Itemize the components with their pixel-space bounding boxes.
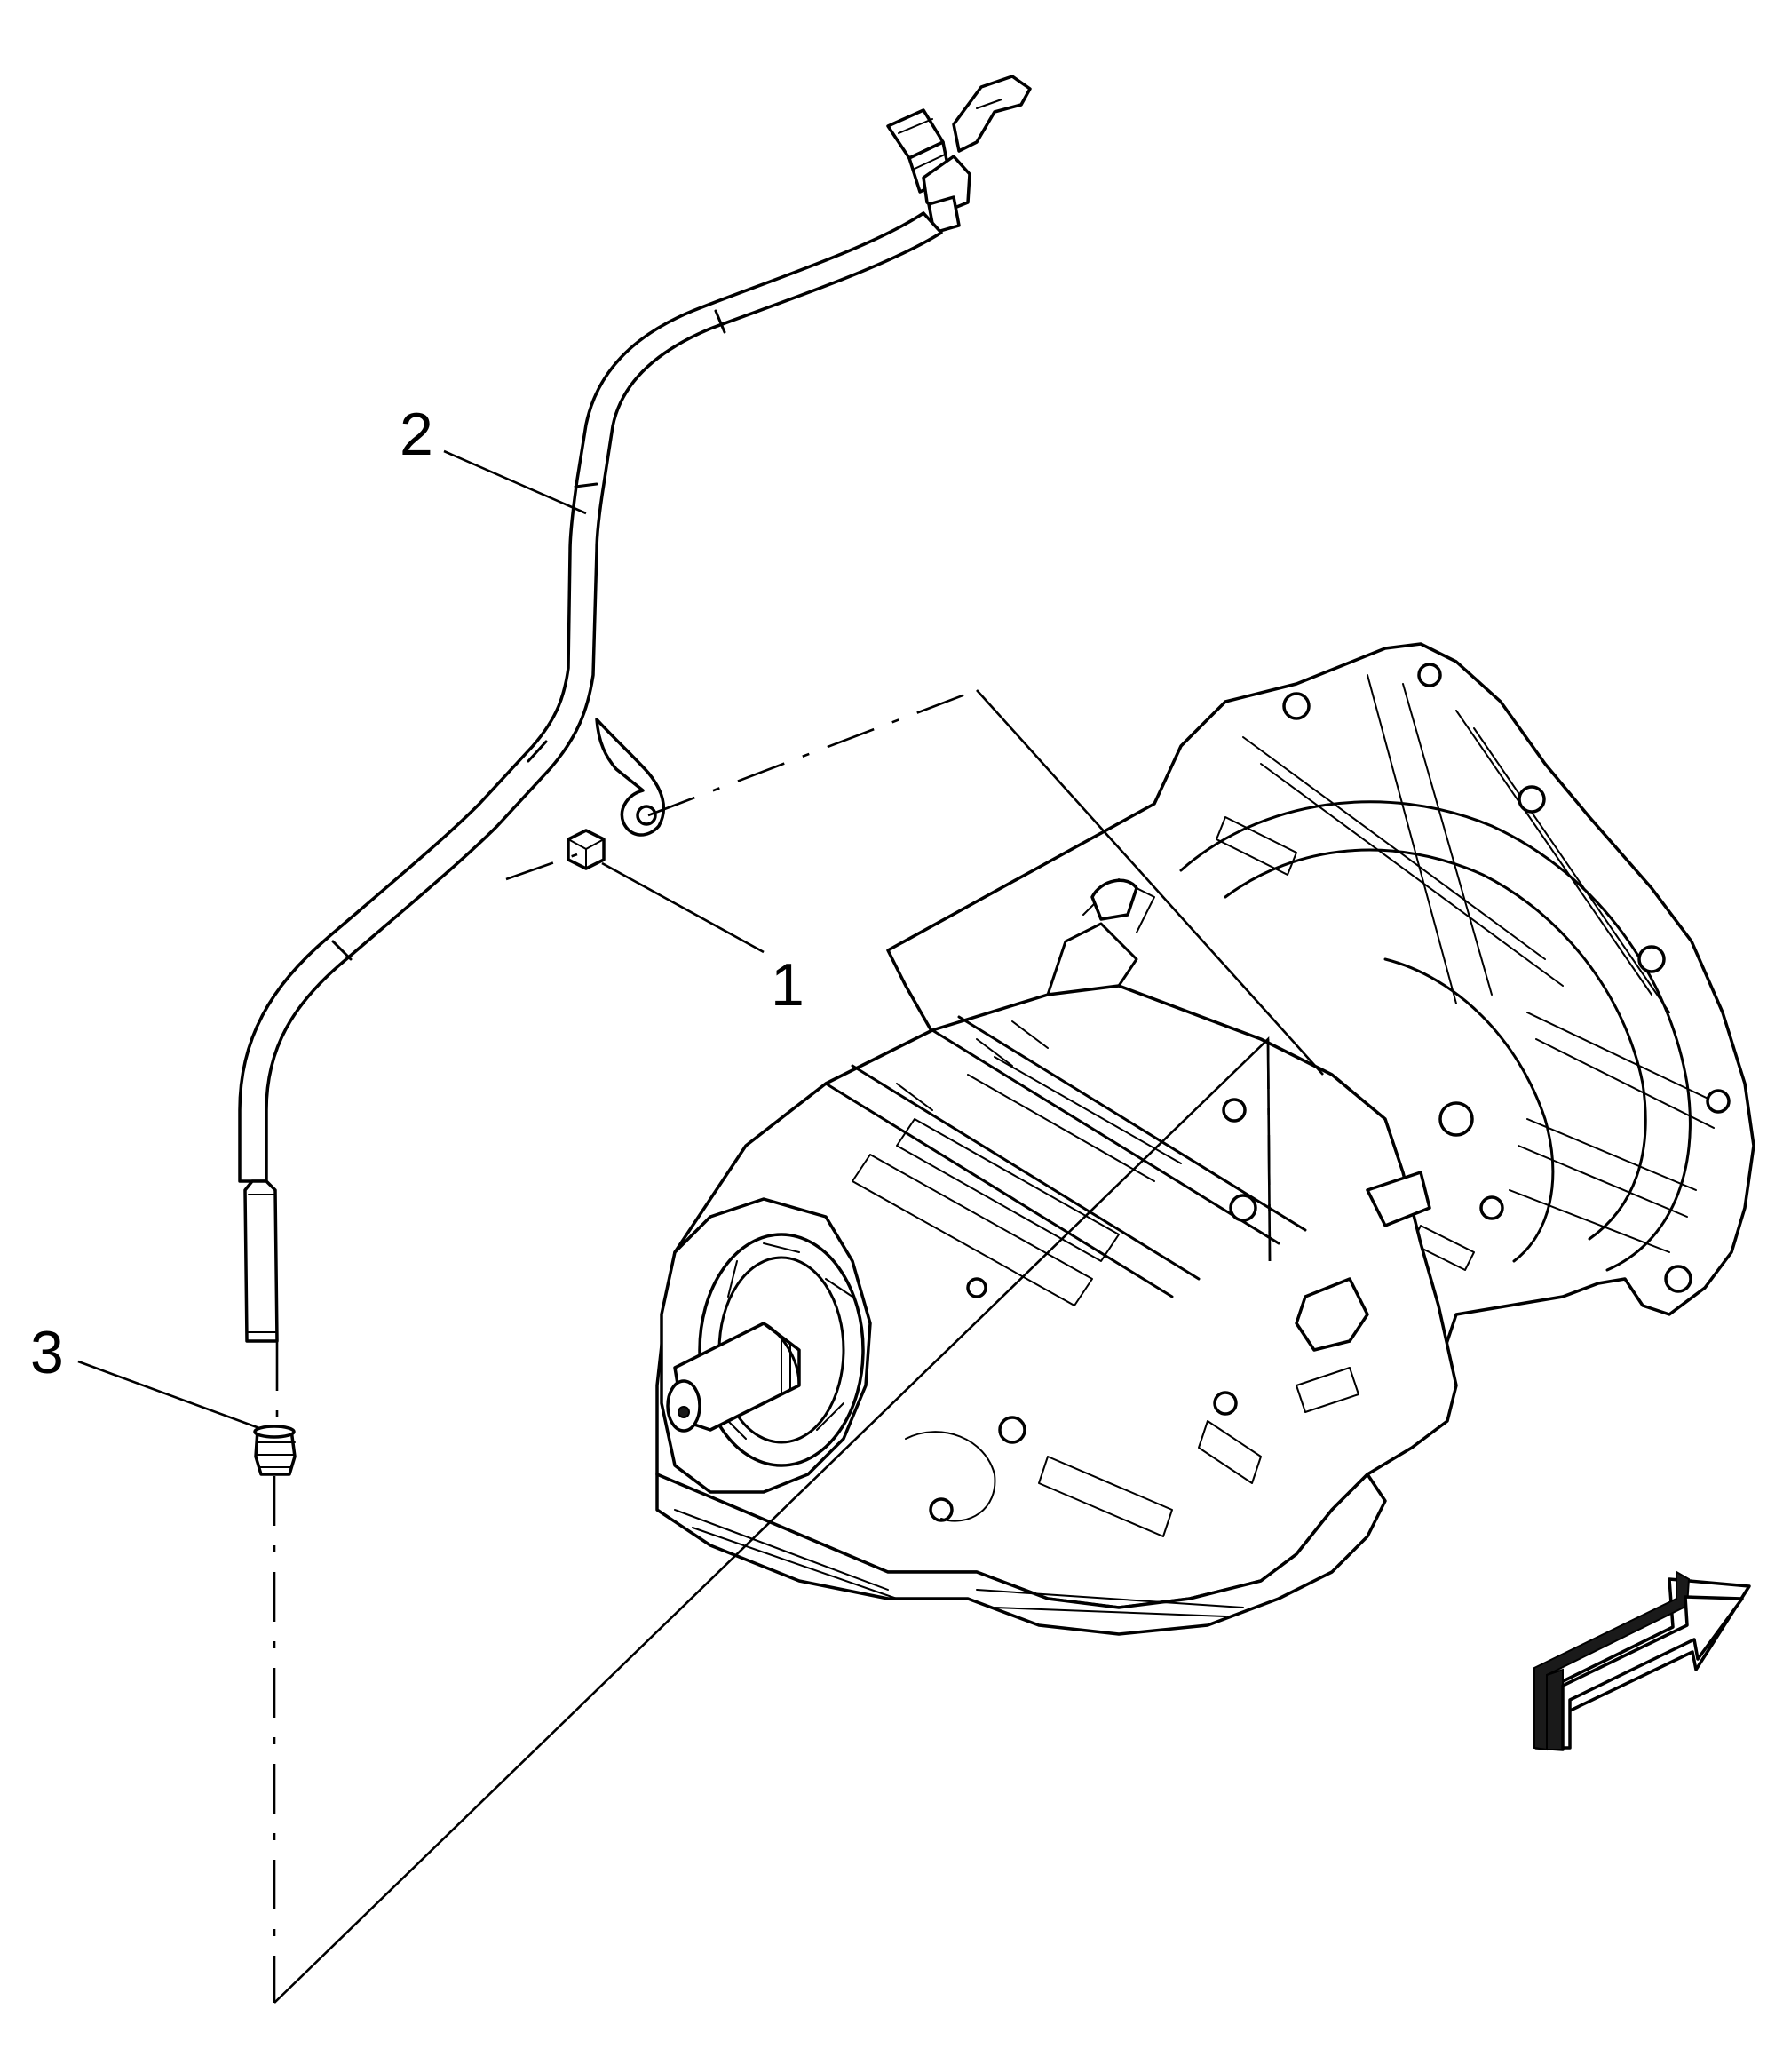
- callout-3: 3: [30, 1319, 64, 1386]
- installation-guide-lines: [273, 688, 1324, 2004]
- callout-1: 1: [771, 951, 804, 1019]
- leader-3: [77, 1360, 260, 1430]
- dipstick-handle: [886, 75, 1032, 234]
- transmission-assembly: [655, 642, 1755, 1636]
- callout-labels: 2 1 3: [30, 401, 804, 1386]
- callout-leaders: [77, 449, 765, 1430]
- leader-1: [601, 861, 765, 954]
- seal-3: [253, 1425, 297, 1476]
- callout-2: 2: [400, 401, 433, 468]
- view-direction-arrow-icon: [1533, 1570, 1751, 1751]
- bolt-1: [567, 829, 606, 870]
- leader-2: [443, 449, 587, 515]
